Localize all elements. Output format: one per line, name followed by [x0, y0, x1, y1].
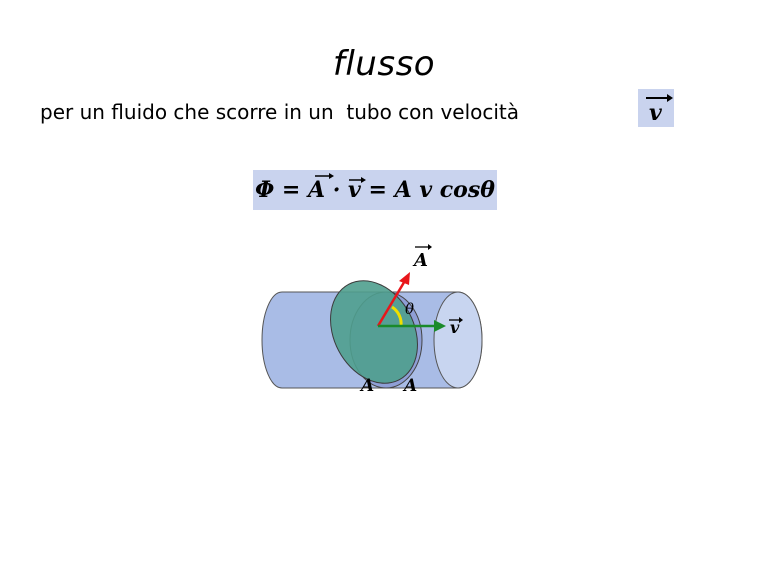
velocity-symbol-box: v — [638, 89, 674, 127]
area-label-left: A — [359, 376, 374, 396]
flux-formula-box: Φ = A · v = A v cosθ — [253, 170, 497, 210]
angle-label: θ — [405, 300, 414, 318]
area-vector-arrowhead — [399, 272, 410, 285]
subtitle-text: per un fluido che scorre in un tubo con … — [40, 100, 520, 124]
page-title: flusso — [332, 44, 436, 84]
area-label-right: A — [402, 376, 417, 396]
velocity-vector-arrowhead — [434, 320, 446, 332]
area-vector-label: A — [412, 250, 428, 271]
area-vector-arrow — [376, 278, 408, 327]
velocity-symbol-label: v — [649, 100, 662, 126]
velocity-vector-symbol: v — [646, 94, 673, 126]
flux-formula: Φ = A · v = A v cosθ — [255, 177, 495, 203]
tilted-cross-section — [330, 280, 418, 384]
velocity-label: v — [450, 318, 460, 337]
formula-vector-arrows — [315, 173, 366, 183]
tube-end-face — [433, 291, 483, 389]
